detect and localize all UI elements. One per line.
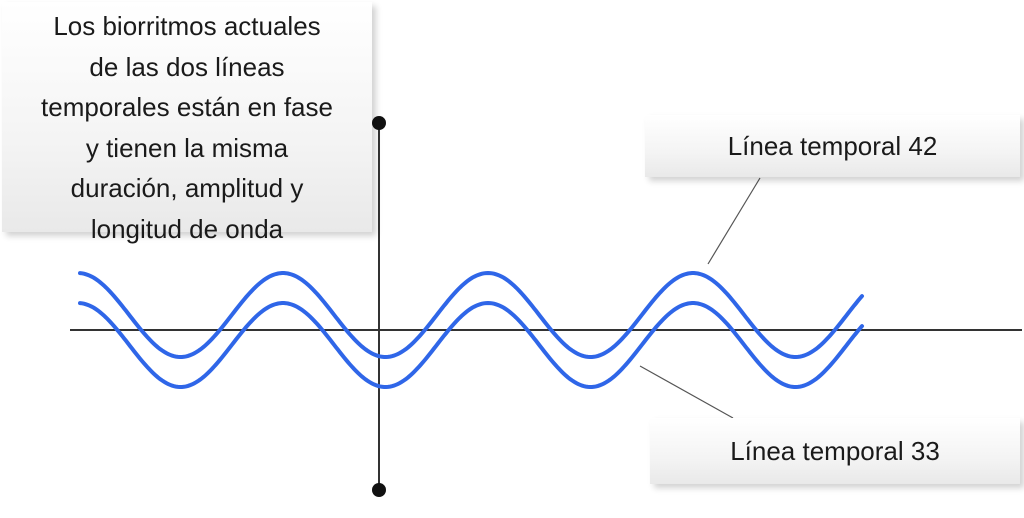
timeline-42-label: Línea temporal 42: [727, 131, 938, 161]
timeline-42-wave: [78, 270, 864, 359]
timeline-33-callout: Línea temporal 33: [650, 418, 1020, 484]
vertical-axis-bottom-endpoint: [372, 483, 386, 497]
timeline-33-wave: [78, 300, 864, 389]
description-line-2: de las dos líneas: [89, 51, 285, 82]
timeline-33-leader-line: [639, 365, 734, 419]
description-line-1: Los biorritmos actuales: [53, 11, 321, 41]
description-line-6: longitud de onda: [90, 213, 284, 244]
description-line-5: duración, amplitud y: [70, 173, 304, 203]
description-callout: Los biorritmos actuales de las dos línea…: [2, 2, 372, 244]
timeline-33-label: Línea temporal 33: [730, 436, 940, 466]
timeline-42-callout: Línea temporal 42: [645, 115, 1020, 177]
vertical-axis-top-endpoint: [372, 116, 386, 130]
timeline-42-leader-line: [707, 177, 761, 265]
description-line-3: temporales están en fase: [41, 92, 333, 122]
description-line-4: y tienen la misma: [85, 132, 289, 163]
